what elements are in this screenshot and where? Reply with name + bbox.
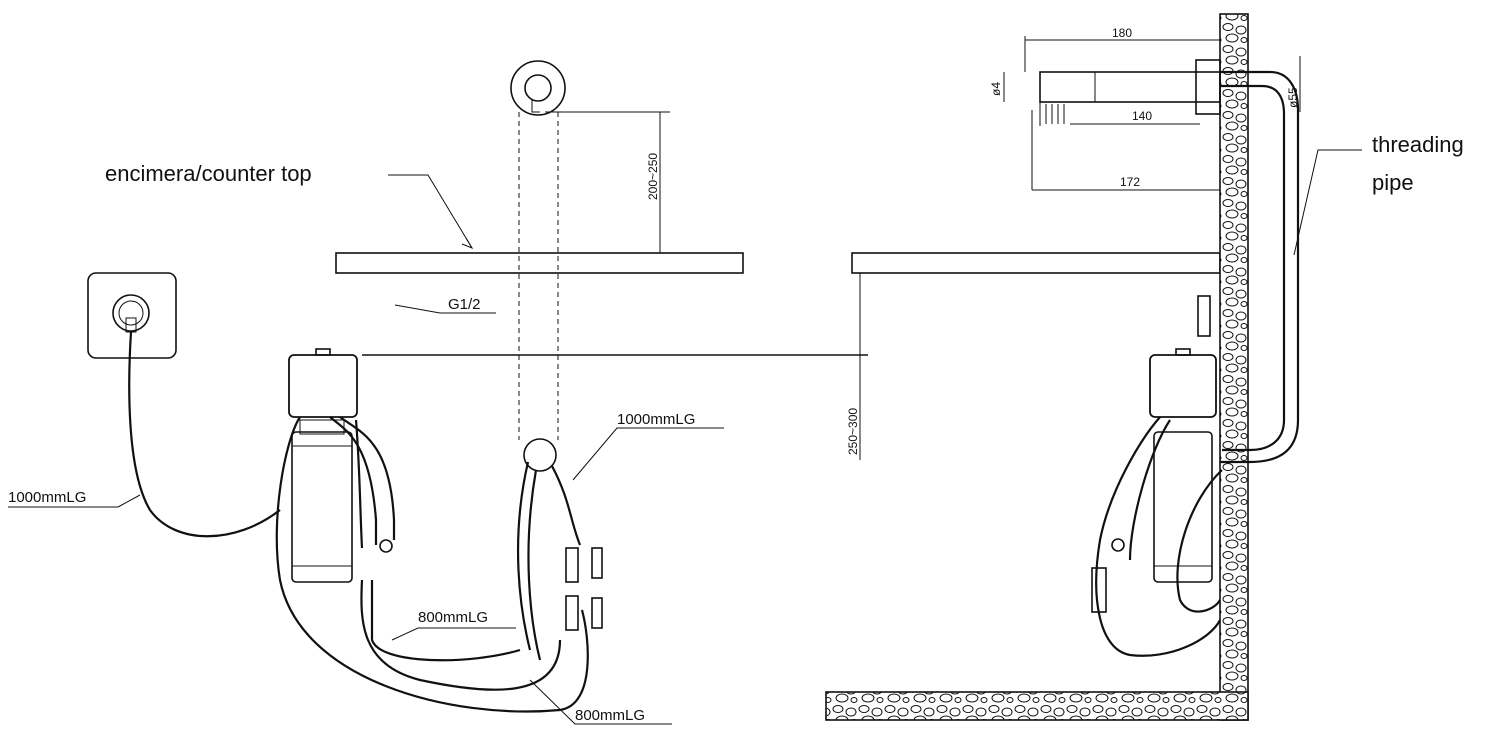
label-threading-1: threading xyxy=(1372,132,1464,157)
dim-spout-reach: 140 xyxy=(1132,109,1152,123)
label-threading-2: pipe xyxy=(1372,170,1414,195)
counter-top-left xyxy=(335,252,744,274)
label-counter-top: encimera/counter top xyxy=(105,161,312,186)
dim-under-counter: 250~300 xyxy=(846,408,860,455)
dim-reach-172: 172 xyxy=(1120,175,1140,189)
label-hose-b: 800mmLG xyxy=(575,707,645,724)
leader-hose-a xyxy=(391,627,516,641)
floor xyxy=(825,691,1249,721)
valve-right xyxy=(1111,538,1125,552)
dim-total-length: 180 xyxy=(1112,26,1132,40)
leader-hose-b xyxy=(529,679,672,725)
wall xyxy=(1219,13,1249,721)
dim-spout-height: 200~250 xyxy=(646,153,660,200)
threading-pipe xyxy=(1220,70,1300,464)
label-g-thread: G1/2 xyxy=(448,296,481,313)
dim-spout-dia: ø4 xyxy=(989,82,1003,96)
leader-counter-top-arrow xyxy=(461,237,474,250)
filter-cartridge-left xyxy=(291,419,353,583)
supply-hose-3 xyxy=(551,465,582,546)
control-box-right xyxy=(1149,295,1217,418)
supply-loop xyxy=(523,438,557,472)
control-box-left xyxy=(288,348,358,418)
label-cable-left: 1000mmLG xyxy=(8,489,86,506)
leader-g-thread xyxy=(394,304,496,314)
label-cable-mid: 1000mmLG xyxy=(617,411,695,428)
hose-800-b xyxy=(360,579,562,691)
power-socket-icon xyxy=(87,272,177,359)
connector-group xyxy=(565,547,603,631)
supply-hose-2 xyxy=(527,469,542,661)
hose-1 xyxy=(329,416,378,545)
threading-pipe-inner xyxy=(1220,84,1286,452)
right-hose-1 xyxy=(1128,419,1171,561)
leader-cable-mid xyxy=(572,427,724,481)
counter-top-right xyxy=(851,252,1221,274)
right-cable-1 xyxy=(1095,416,1221,657)
right-hose-2 xyxy=(1176,469,1223,613)
spout-side-view xyxy=(1039,59,1221,126)
hose-3 xyxy=(354,419,364,549)
leader-threading xyxy=(1293,149,1362,256)
leader-counter-top xyxy=(388,174,473,249)
hose-2 xyxy=(339,416,396,540)
supply-hose-1 xyxy=(516,461,532,651)
power-cord xyxy=(128,331,281,538)
hose-800-a xyxy=(370,580,521,662)
filter-cartridge-right xyxy=(1153,431,1213,583)
valve-left xyxy=(379,539,393,553)
sensor-cable xyxy=(275,416,589,713)
connector-right xyxy=(1091,567,1107,613)
leader-cable-left-tick xyxy=(117,494,141,508)
label-hose-a: 800mmLG xyxy=(418,609,488,626)
faucet-top-view-icon xyxy=(510,60,566,116)
